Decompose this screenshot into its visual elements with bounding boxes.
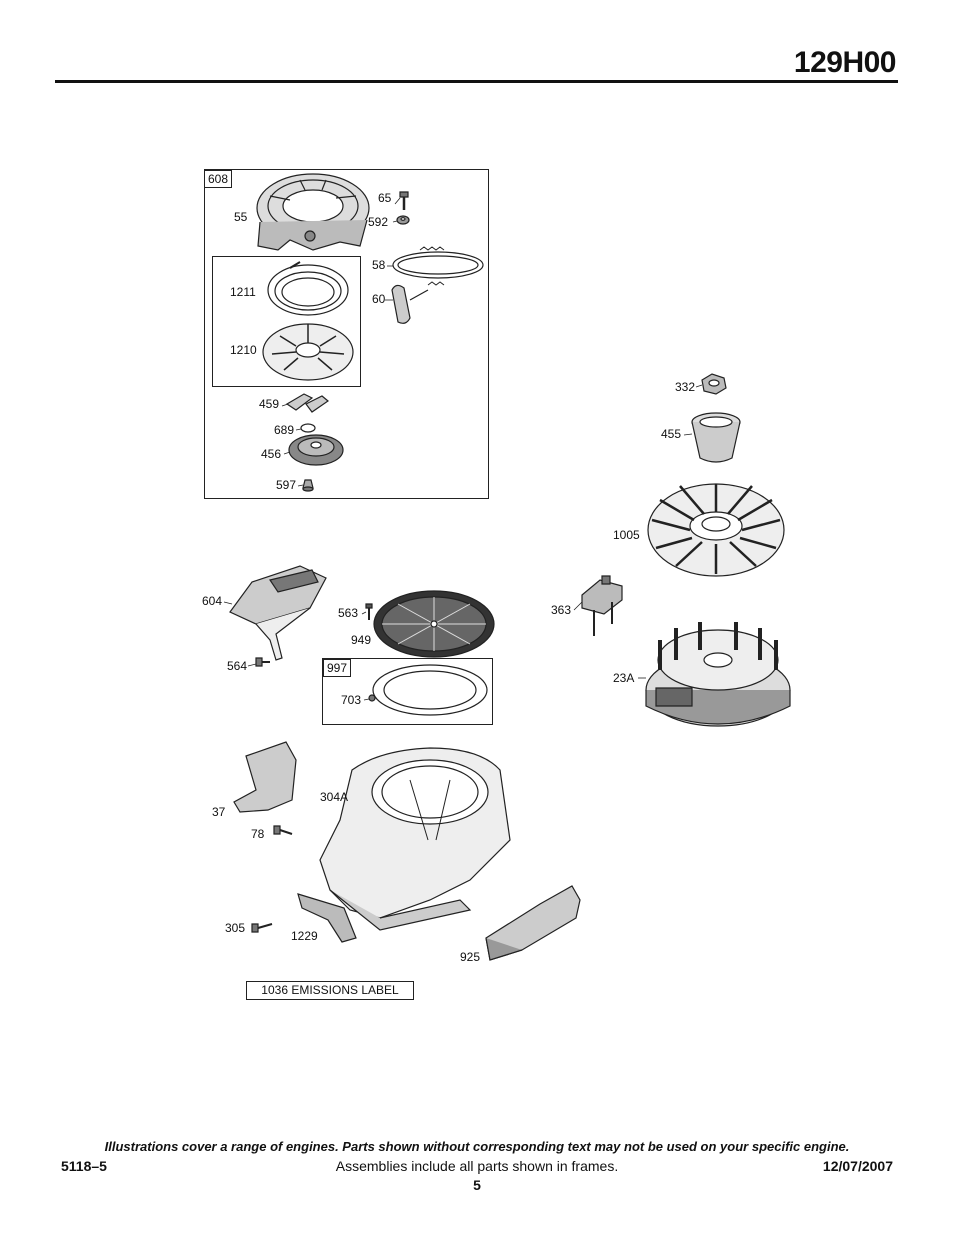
callout-23A: 23A [613,671,635,685]
callout-564: 564 [227,659,248,673]
callout-363: 363 [551,603,572,617]
callout-592: 592 [368,215,389,229]
shield-37-illustration [234,742,296,812]
callout-332: 332 [675,380,696,394]
cover-925-illustration [486,886,580,960]
flywheel-illustration [646,622,790,726]
screw-305-illustration [252,924,272,932]
screw-78-illustration [274,826,292,834]
callout-459: 459 [259,397,280,411]
callout-305: 305 [225,921,246,935]
callout-1211: 1211 [230,285,256,299]
starter-dog-illustration [287,394,328,412]
emissions-label-box: 1036 EMISSIONS LABEL [246,981,414,1000]
callout-1210: 1210 [230,343,257,357]
ring-689-illustration [301,424,315,432]
rewind-starter-frame-tag: 608 [204,170,233,188]
screw-597-illustration [303,480,313,491]
rewind-starter-frame [204,169,489,499]
starter-handle-illustration [392,285,428,323]
callout-455: 455 [661,427,682,441]
callout-55: 55 [234,210,248,224]
callout-37: 37 [212,805,226,819]
retainer-456-illustration [289,435,343,465]
debris-screen-frame [322,658,493,725]
screw-564-illustration [256,658,270,666]
callout-58: 58 [372,258,386,272]
callout-563: 563 [338,606,359,620]
debris-screen-frame-tag: 997 [323,659,352,677]
flywheel-fan-illustration [648,484,784,576]
starter-cup-illustration [692,413,740,462]
callout-925: 925 [460,950,481,964]
bracket-1229-illustration [298,894,356,942]
nut-592-illustration [397,216,409,224]
pulley-subframe [212,256,361,387]
rewind-spring-illustration [268,262,348,315]
armature-bracket-illustration [582,576,622,636]
model-number: 129H00 [793,46,897,79]
screw-703-illustration [369,695,375,701]
callout-1229: 1229 [291,929,318,943]
callout-604: 604 [202,594,223,608]
callout-65: 65 [378,191,392,205]
header-rule [55,80,898,83]
callout-78: 78 [251,827,265,841]
callout-597: 597 [276,478,297,492]
screw-65-illustration [400,192,408,210]
flywheel-nut-illustration [702,374,726,394]
footer-assemblies-note: Assemblies include all parts shown in fr… [335,1158,619,1174]
callout-689: 689 [274,423,295,437]
screw-563-illustration [366,604,372,620]
callout-1005: 1005 [613,528,640,542]
page-number: 5 [473,1177,481,1193]
starter-rope-illustration [393,247,483,285]
callout-304A: 304A [320,790,349,804]
air-guide-illustration [230,566,326,660]
callout-949: 949 [351,633,372,647]
callout-456: 456 [261,447,282,461]
rewind-housing-illustration [257,174,369,250]
callout-leaders [224,198,702,700]
blower-housing-illustration [320,748,510,930]
callout-703: 703 [341,693,362,707]
callout-60: 60 [372,292,386,306]
starter-pulley-illustration [263,324,353,380]
footer-disclaimer: Illustrations cover a range of engines. … [104,1139,850,1154]
footer-date: 12/07/2007 [822,1158,893,1174]
footer-doc-id: 5118–5 [61,1158,107,1174]
screen-ring-illustration [373,665,487,715]
rotating-screen-illustration [374,591,494,657]
